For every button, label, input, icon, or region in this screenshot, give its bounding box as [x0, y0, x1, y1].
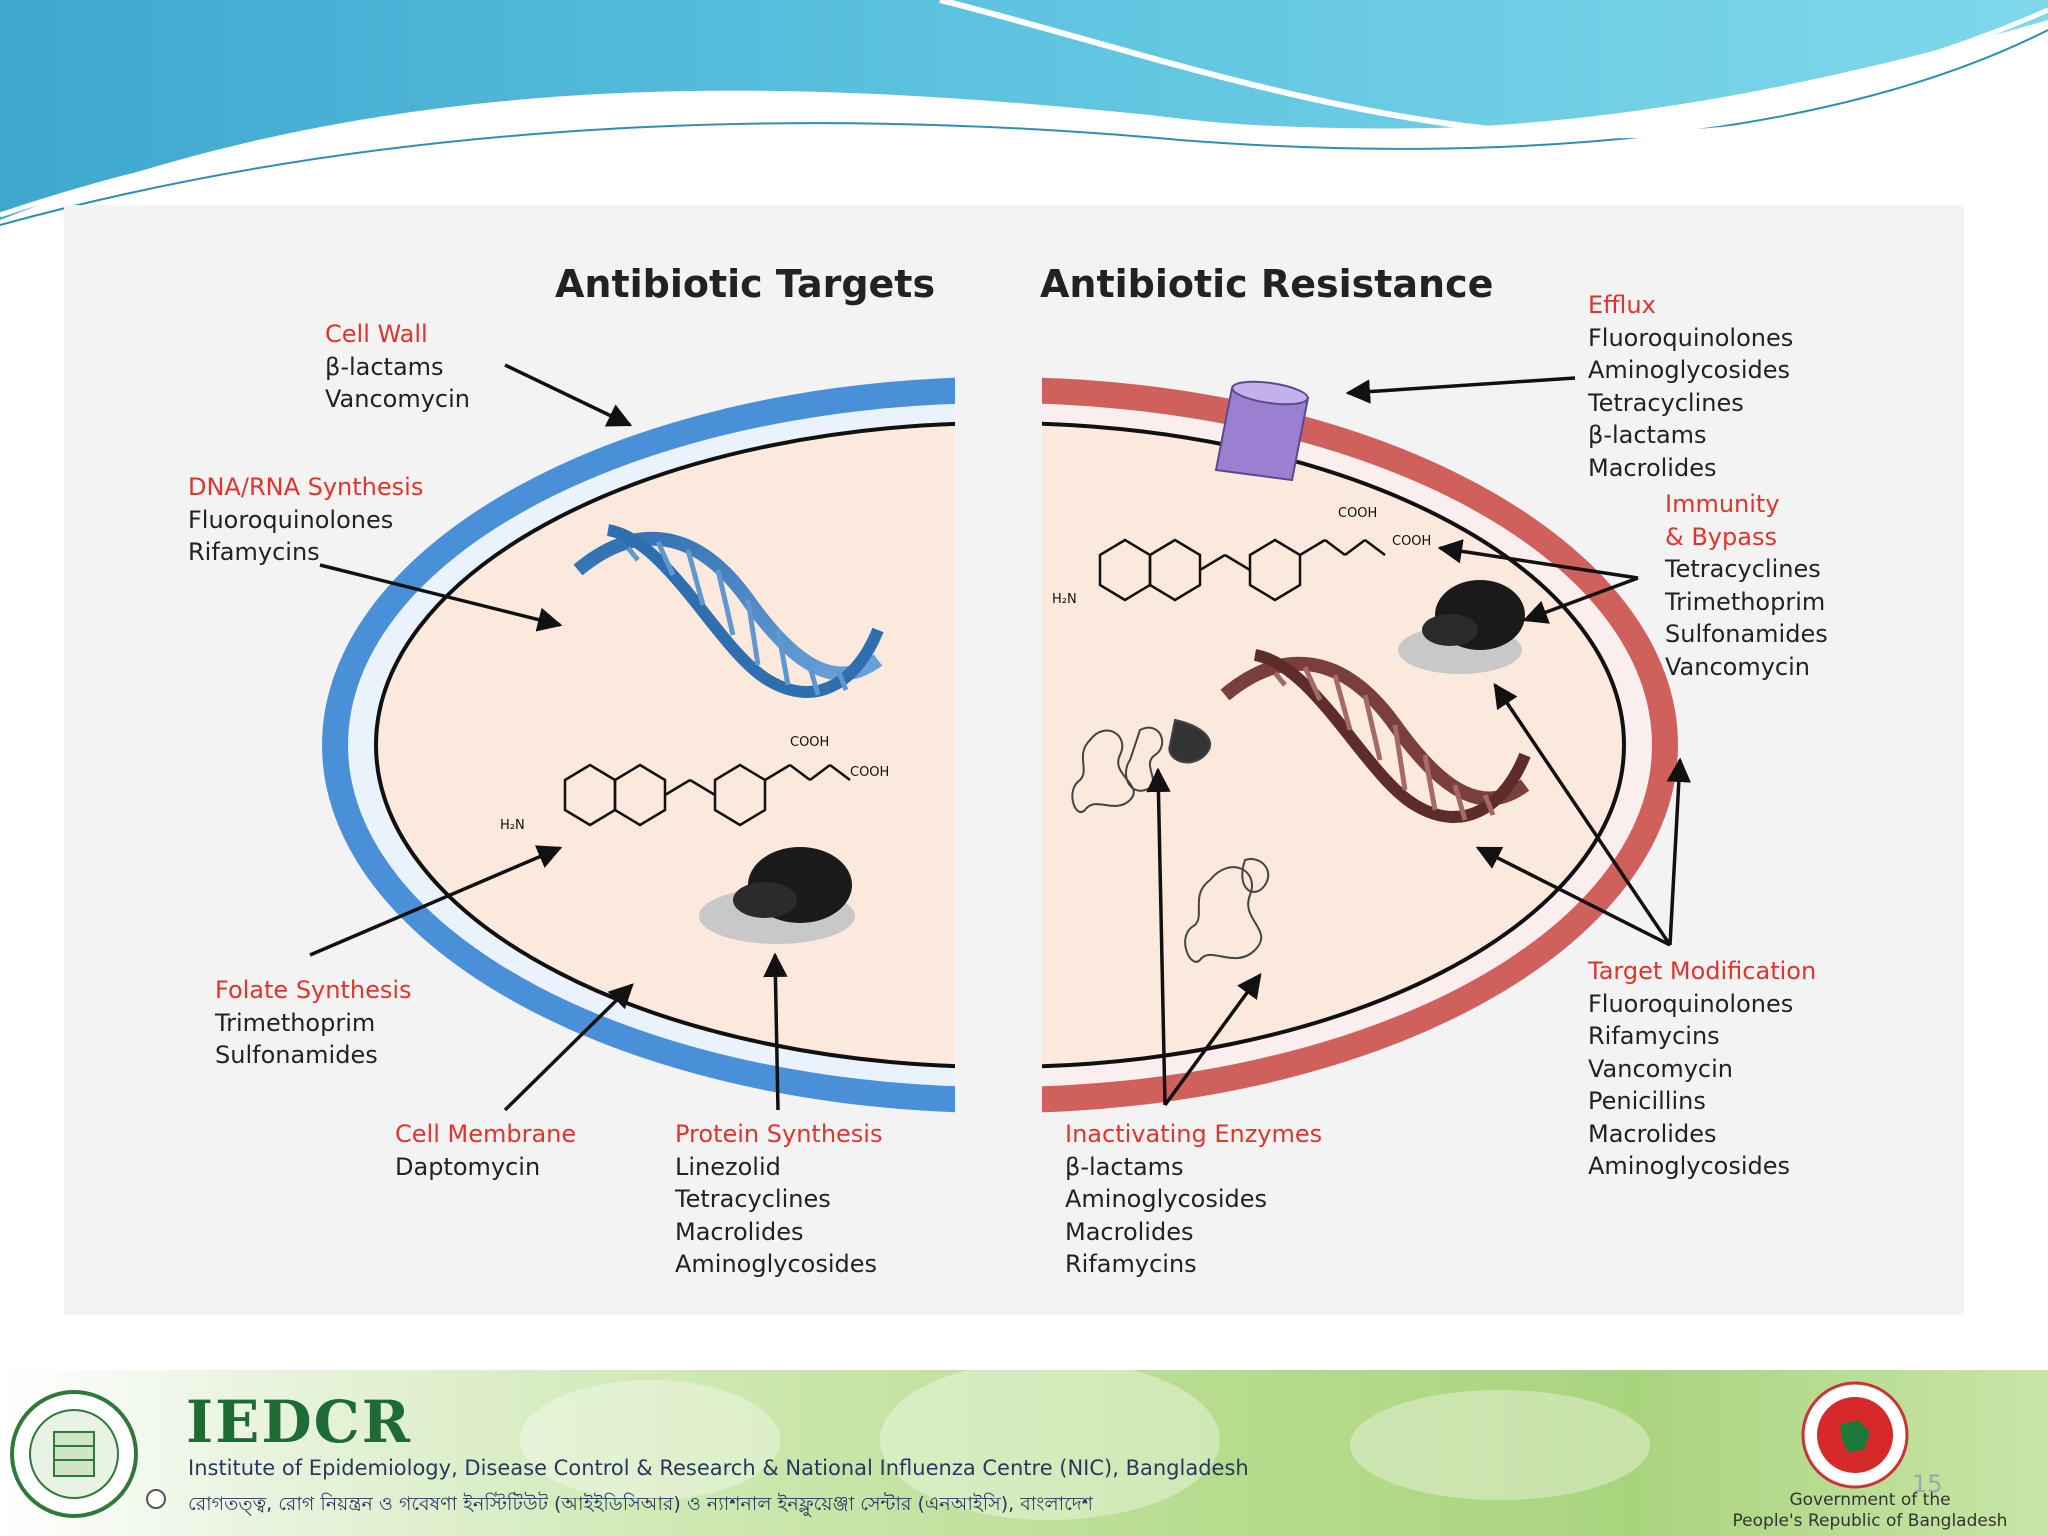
government-emblem-logo	[1801, 1381, 1909, 1489]
item: Fluoroquinolones	[1588, 989, 1794, 1018]
dna-helix-resistance-icon	[1220, 649, 1531, 823]
arrow-target-3	[1666, 757, 1692, 946]
org-bangla-name: রোগতত্ত্ব, রোগ নিয়ন্ত্রন ও গবেষণা ইনস্ট…	[188, 1493, 1094, 1515]
item: Vancomycin	[1665, 652, 1811, 681]
label-inactivating-enzymes: Inactivating Enzymes β-lactams Aminoglyc…	[1065, 1118, 1322, 1281]
arrow-dna	[319, 563, 563, 632]
item: Daptomycin	[395, 1152, 541, 1181]
folate-r-cooh-label-2: COOH	[1392, 534, 1432, 549]
item: Fluoroquinolones	[1588, 323, 1794, 352]
item: Aminoglycosides	[675, 1250, 878, 1278]
slide-number: 15	[1912, 1470, 1943, 1498]
item: β-lactams	[1588, 421, 1707, 449]
heading-immunity-2: & Bypass	[1665, 522, 1777, 551]
heading-cell-membrane: Cell Membrane	[395, 1120, 577, 1148]
antibiotic-targets-title: Antibiotic Targets	[555, 262, 936, 306]
item: Tetracyclines	[1665, 555, 1821, 583]
item: Tetracyclines	[675, 1185, 831, 1213]
ribosome-resistance-icon	[1398, 580, 1525, 674]
item: Rifamycins	[1065, 1250, 1197, 1278]
arrow-folate	[309, 845, 563, 957]
arrow-target-1	[1493, 682, 1672, 946]
efflux-pump	[1214, 380, 1310, 482]
arrow-inactivating-1	[1146, 767, 1171, 1106]
label-dna-rna: DNA/RNA Synthesis Fluoroquinolones Rifam…	[188, 471, 423, 569]
label-efflux: Efflux Fluoroquinolones Aminoglycosides …	[1588, 289, 1793, 484]
item: Tetracyclines	[1588, 388, 1744, 417]
arrow-protein	[763, 952, 788, 1111]
arrows	[309, 363, 1692, 1112]
folate-cooh-label-2: COOH	[850, 765, 890, 780]
item: Macrolides	[1588, 453, 1717, 482]
gov-line-1: Government of the	[1789, 1490, 1951, 1510]
heading-folate: Folate Synthesis	[215, 976, 412, 1004]
heading-cell-wall: Cell Wall	[325, 320, 428, 348]
heading-efflux: Efflux	[1588, 291, 1656, 319]
item: Vancomycin	[325, 385, 471, 413]
arrow-target-2	[1475, 846, 1671, 947]
arrow-immunity-1	[1437, 539, 1639, 580]
item: Sulfonamides	[215, 1041, 378, 1069]
footer: IEDCR Institute of Epidemiology, Disease…	[0, 1360, 2048, 1536]
heading-protein-synthesis: Protein Synthesis	[675, 1120, 883, 1148]
item: Rifamycins	[188, 538, 320, 566]
label-target-modification: Target Modification Fluoroquinolones Rif…	[1588, 955, 1816, 1183]
org-full-name: Institute of Epidemiology, Disease Contr…	[188, 1456, 1249, 1480]
item: Macrolides	[675, 1217, 804, 1246]
item: β-lactams	[325, 352, 444, 381]
item: β-lactams	[1065, 1152, 1184, 1181]
heading-target-modification: Target Modification	[1588, 957, 1817, 985]
arrow-inactivating-2	[1163, 973, 1262, 1107]
item: Aminoglycosides	[1588, 1152, 1791, 1180]
enzyme-protein-icon	[1071, 718, 1270, 963]
item: Fluoroquinolones	[188, 505, 394, 534]
item: Linezolid	[675, 1152, 781, 1181]
footer-decoration	[1350, 1390, 1650, 1500]
item: Rifamycins	[1588, 1022, 1720, 1050]
label-protein-synthesis: Protein Synthesis Linezolid Tetracycline…	[675, 1118, 882, 1281]
arrow-immunity-2	[1522, 576, 1639, 624]
header-wave-decoration	[0, 0, 2048, 226]
item: Trimethoprim	[215, 1008, 376, 1037]
item: Penicillins	[1588, 1087, 1706, 1115]
item: Vancomycin	[1588, 1054, 1734, 1083]
heading-inactivating-enzymes: Inactivating Enzymes	[1065, 1120, 1323, 1148]
item: Macrolides	[1065, 1217, 1194, 1246]
heading-immunity-1: Immunity	[1665, 490, 1780, 518]
label-immunity-bypass: Immunity & Bypass Tetracyclines Trimetho…	[1665, 488, 1828, 683]
label-cell-wall: Cell Wall β-lactams Vancomycin	[325, 318, 470, 416]
item: Aminoglycosides	[1588, 356, 1791, 384]
arrow-efflux	[1345, 376, 1576, 404]
footer-decoration	[880, 1360, 1220, 1520]
folate-r-cooh-label-1: COOH	[1338, 506, 1378, 521]
arrow-cell-wall	[504, 363, 633, 427]
item: Aminoglycosides	[1065, 1185, 1268, 1213]
label-cell-membrane: Cell Membrane Daptomycin	[395, 1118, 576, 1183]
footer-decoration	[520, 1380, 780, 1500]
folate-molecule-icon	[563, 763, 851, 827]
arrow-cell-membrane	[503, 983, 634, 1112]
org-name: IEDCR	[186, 1388, 412, 1456]
antibiotic-resistance-title: Antibiotic Resistance	[1040, 262, 1494, 306]
gov-line-2: People's Republic of Bangladesh	[1732, 1511, 2008, 1531]
ribosome-icon	[699, 847, 855, 944]
folate-r-amine-label: H₂N	[1052, 592, 1077, 607]
government-caption: Government of the People's Republic of B…	[1700, 1490, 2040, 1532]
folate-molecule-resistance-icon	[1098, 538, 1386, 602]
dna-helix-icon	[573, 524, 884, 698]
folate-cooh-label-1: COOH	[790, 735, 830, 750]
folate-amine-label: H₂N	[500, 818, 525, 833]
heading-dna-rna: DNA/RNA Synthesis	[188, 473, 424, 501]
label-folate: Folate Synthesis Trimethoprim Sulfonamid…	[215, 974, 412, 1072]
item: Macrolides	[1588, 1119, 1717, 1148]
item: Sulfonamides	[1665, 620, 1828, 648]
iedcr-seal-logo	[10, 1390, 166, 1518]
item: Trimethoprim	[1665, 587, 1826, 616]
